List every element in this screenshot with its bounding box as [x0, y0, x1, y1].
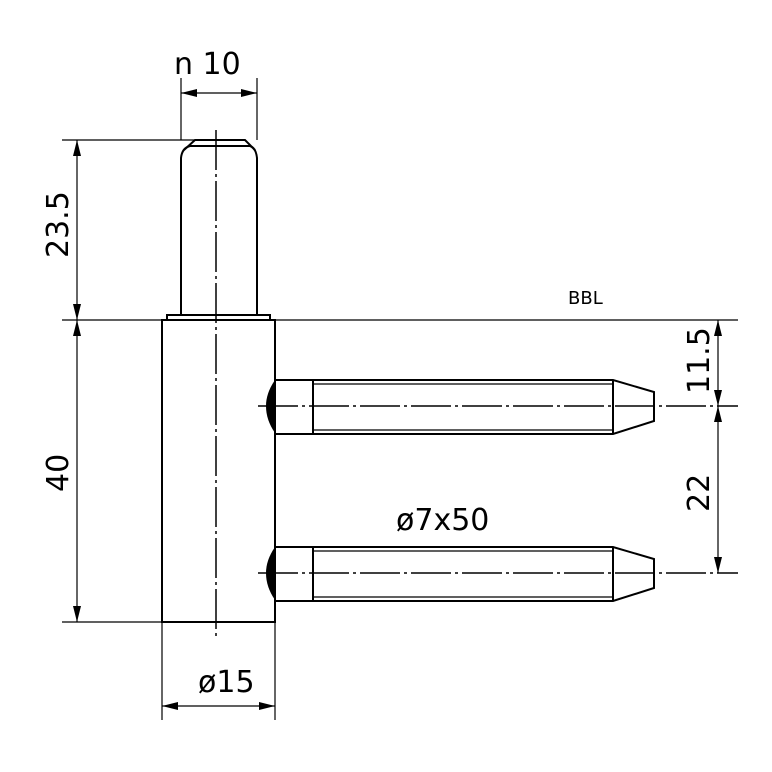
body-diameter-dimension: ø15	[161, 622, 276, 720]
svg-text:n 10: n 10	[174, 47, 241, 82]
screw-pin-upper	[266, 379, 655, 435]
first-pin-offset-dimension: 11.5	[682, 320, 722, 406]
pin-height-dimension: 23.5	[41, 140, 81, 320]
svg-text:11.5: 11.5	[682, 327, 717, 394]
bbl-label: BBL	[568, 288, 603, 309]
svg-text:22: 22	[682, 474, 717, 512]
hinge-body	[161, 319, 276, 623]
hinge-pin	[166, 139, 271, 321]
pin-size-label: ø7x50	[396, 503, 489, 538]
body-height-dimension: 40	[41, 320, 81, 622]
pin-diameter-dimension: n 10	[174, 47, 258, 140]
svg-text:ø15: ø15	[198, 665, 255, 700]
svg-text:40: 40	[41, 454, 76, 492]
pin-spacing-dimension: 22	[682, 406, 722, 573]
svg-text:23.5: 23.5	[41, 191, 76, 258]
screw-pin-lower	[266, 546, 655, 602]
